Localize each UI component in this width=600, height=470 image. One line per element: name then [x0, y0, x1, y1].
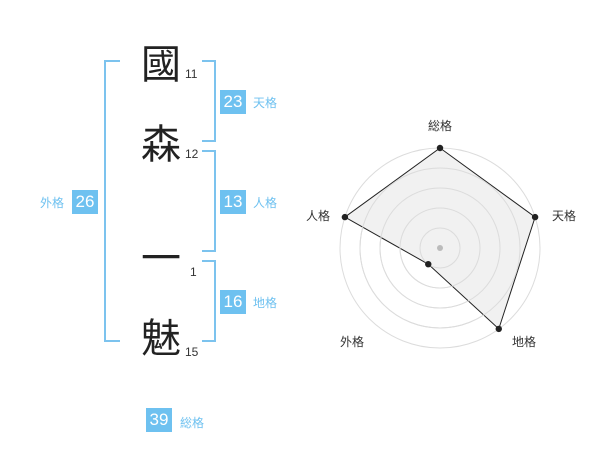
stroke-count-3: 1: [190, 265, 197, 279]
name-char-1: 國: [141, 42, 181, 88]
gaikaku-value: 26: [72, 190, 98, 214]
jinkaku-label: 人格: [253, 196, 278, 210]
name-char-4: 魅: [141, 316, 181, 362]
radar-axis-label-5: 人格: [306, 208, 330, 223]
stroke-count-2: 12: [185, 147, 199, 161]
radar-ring-inner: [399, 207, 481, 289]
soukaku-label: 総格: [180, 416, 205, 430]
radar-ring-inner: [359, 167, 521, 329]
radar-ring-inner: [419, 227, 461, 269]
gaikaku-bracket: [104, 60, 120, 342]
chikaku-value: 16: [220, 290, 246, 314]
chikaku-label: 地格: [253, 296, 278, 310]
radar-point-2: [531, 213, 539, 221]
radar-point-3: [495, 325, 502, 333]
stroke-count-4: 15: [185, 345, 199, 359]
name-char-3: 一: [141, 236, 181, 282]
radar-axis-label-2: 天格: [552, 208, 576, 223]
stroke-count-1: 11: [185, 67, 198, 81]
radar-axis-label-3: 地格: [512, 334, 536, 349]
radar-axis-label-4: 外格: [340, 334, 364, 349]
radar-point-1: [436, 144, 444, 152]
radar-center: [437, 245, 443, 251]
jinkaku-bracket: [202, 150, 216, 252]
radar-axis-label-1: 総格: [428, 118, 452, 133]
tenkaku-bracket: [202, 60, 216, 142]
jinkaku-value: 13: [220, 190, 246, 214]
chikaku-bracket: [202, 260, 216, 342]
radar-ring-inner: [379, 187, 501, 309]
radar-point-5: [341, 213, 349, 221]
soukaku-value: 39: [146, 408, 172, 432]
radar-area: [343, 147, 536, 330]
tenkaku-label: 天格: [253, 96, 278, 110]
tenkaku-value: 23: [220, 90, 246, 114]
name-char-2: 森: [141, 122, 181, 168]
radar-point-4: [425, 260, 432, 268]
gaikaku-label: 外格: [40, 196, 65, 210]
